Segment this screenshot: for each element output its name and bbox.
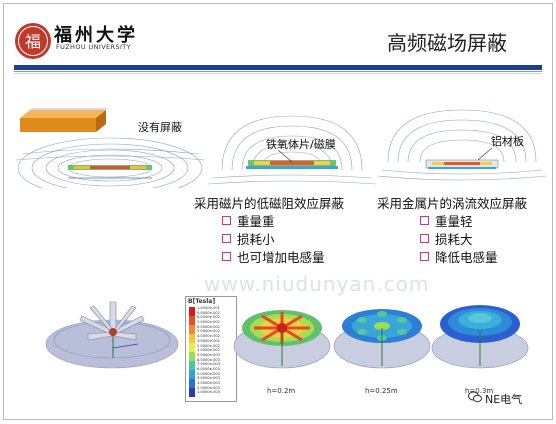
legend-value: 1.0000e-002	[197, 348, 220, 353]
legend-value: 9.0000e-003	[197, 352, 220, 357]
logo-char: 福	[25, 32, 41, 51]
university-logo-icon: 福	[15, 23, 51, 59]
bullet-icon	[420, 252, 429, 261]
slide: 福 福州大学 FUZHOU UNIVERSITY 高频磁场屏蔽 没有屏蔽	[3, 3, 553, 420]
legend-colorbar	[189, 307, 195, 397]
legend-value: 8.0000e-002	[197, 315, 220, 320]
list-item: 重量轻	[420, 213, 498, 231]
field-plot-h025	[333, 309, 431, 369]
bullet-icon	[420, 216, 429, 225]
legend-value: 3.0000e-003	[197, 381, 220, 385]
field-plot-h03	[431, 305, 529, 369]
coil-model-3d	[45, 301, 179, 369]
school-name-cn: 福州大学	[54, 25, 138, 46]
eddy-shield-list: 重量轻 损耗大 降低电感量	[420, 213, 498, 267]
legend-value: 5.0000e-002	[197, 329, 220, 334]
field-plot-h02	[233, 310, 331, 369]
list-item: 也可增加电感量	[222, 249, 325, 267]
legend-value: 4.0000e-003	[197, 376, 220, 381]
legend-value: 1.0000e-001	[197, 306, 220, 310]
legend-value: 1.0000e-003	[197, 390, 220, 395]
bullet-icon	[420, 234, 429, 243]
bullet-icon	[222, 216, 231, 225]
legend-title: B[Tesla]	[188, 298, 216, 305]
header-divider-line	[14, 71, 542, 72]
slide-header: 福 福州大学 FUZHOU UNIVERSITY 高频磁场屏蔽	[4, 4, 552, 66]
field-plot-no-shield	[15, 108, 205, 188]
legend-values: 1.0000e-001 9.0000e-002 8.0000e-002 7.00…	[197, 306, 235, 395]
label-ferrite: 铁氧体片/磁膜	[266, 138, 336, 151]
header-divider	[14, 65, 542, 70]
caption-magnetic-shield: 采用磁片的低磁阻效应屏蔽	[194, 196, 345, 211]
legend-value: 6.0000e-003	[197, 366, 220, 371]
label-aluminum: 铝材板	[491, 135, 524, 148]
watermark: www.niudunyan.com	[204, 272, 430, 296]
slide-title: 高频磁场屏蔽	[387, 31, 507, 55]
legend-value: 6.0000e-002	[197, 324, 220, 329]
plot-label-h025: h=0.25m	[365, 387, 398, 395]
legend-value: 5.0000e-003	[197, 371, 220, 376]
legend-value: 7.0000e-002	[197, 320, 220, 325]
caption-eddy-shield: 采用金属片的涡流效应屏蔽	[377, 196, 528, 211]
legend-value: 8.0000e-003	[197, 357, 220, 362]
legend-value: 3.0000e-002	[197, 338, 220, 343]
list-item: 重量重	[222, 213, 325, 231]
bullet-icon	[222, 234, 231, 243]
color-legend: B[Tesla] 1.0000e-001 9.0000e-002 8.0000e…	[185, 296, 237, 402]
bullet-icon	[222, 252, 231, 261]
header-divider-line-light	[14, 73, 542, 74]
legend-value: 9.0000e-002	[197, 310, 220, 315]
magnetic-shield-list: 重量重 损耗小 也可增加电感量	[222, 213, 325, 267]
legend-value: 7.0000e-003	[197, 362, 220, 367]
plot-label-h03: h=0.3m	[465, 387, 494, 395]
legend-value: 2.0000e-003	[197, 385, 220, 390]
list-item: 降低电感量	[420, 249, 498, 267]
legend-value: 4.0000e-002	[197, 334, 220, 339]
wechat-icon	[468, 391, 482, 403]
field-plot-ferrite	[208, 115, 376, 185]
field-plot-aluminum	[378, 109, 546, 181]
list-item: 损耗小	[222, 231, 325, 249]
list-item: 损耗大	[420, 231, 498, 249]
school-name-en: FUZHOU UNIVERSITY	[56, 43, 132, 51]
label-no-shield: 没有屏蔽	[138, 121, 182, 134]
legend-value: 2.0000e-002	[197, 343, 220, 348]
plot-label-h02: h=0.2m	[267, 387, 296, 395]
wechat-account-label: NE电气	[485, 393, 523, 406]
